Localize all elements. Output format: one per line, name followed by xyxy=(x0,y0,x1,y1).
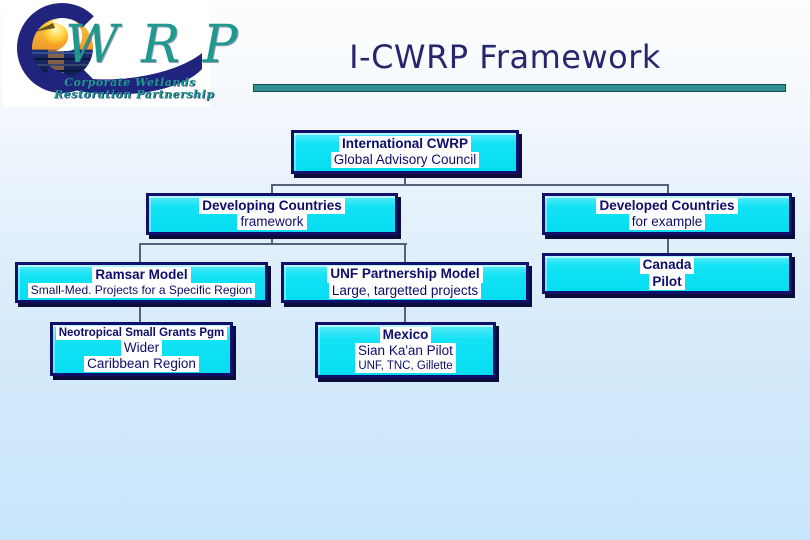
node-title-line: International CWRP xyxy=(338,135,471,152)
node-sub-line: for example xyxy=(628,214,706,231)
sunset-scene xyxy=(31,17,93,79)
cwrp-logo: W R P Corporate Wetlands Restoration Par… xyxy=(2,0,238,107)
logo-tagline-line2: Restoration Partnership xyxy=(54,88,215,101)
connector-line xyxy=(139,303,141,322)
node-sub-line: Large, targetted projects xyxy=(328,282,482,299)
node-sub-line: Sian Ka'an Pilot xyxy=(355,342,456,360)
page-title: I-CWRP Framework xyxy=(349,38,661,76)
node-international-cwrp: International CWRP Global Advisory Counc… xyxy=(291,130,519,174)
bird-icon xyxy=(51,17,83,52)
connector-line xyxy=(667,185,669,194)
connector-line xyxy=(139,243,407,245)
node-sub-line: Caribbean Region xyxy=(84,356,199,373)
connector-line xyxy=(404,174,406,185)
connector-line xyxy=(139,244,141,262)
node-mexico-sian-kaan-pilot: Mexico Sian Ka'an Pilot UNF, TNC, Gillet… xyxy=(315,322,496,378)
node-sub-line: Small-Med. Projects for a Specific Regio… xyxy=(27,283,256,299)
node-sub-line: Global Advisory Council xyxy=(330,152,480,169)
connector-line xyxy=(404,244,406,262)
node-unf-partnership-model: UNF Partnership Model Large, targetted p… xyxy=(281,262,529,303)
node-ramsar-model: Ramsar Model Small-Med. Projects for a S… xyxy=(15,262,268,303)
node-neotropical-small-grants: Neotropical Small Grants Pgm Wider Carib… xyxy=(50,322,233,376)
connector-line xyxy=(404,303,406,322)
node-title-line: Ramsar Model xyxy=(92,266,191,284)
node-canada-pilot: Canada Pilot xyxy=(542,253,792,294)
node-title-line: UNF Partnership Model xyxy=(327,266,483,283)
node-title-line: Developed Countries xyxy=(596,197,738,214)
node-title-line: Neotropical Small Grants Pgm xyxy=(55,325,228,340)
logo-letters: W R P xyxy=(65,15,241,75)
node-title-line: Mexico xyxy=(379,326,432,343)
connector-line xyxy=(271,235,273,244)
connector-line xyxy=(271,184,669,186)
node-sub-line: framework xyxy=(237,214,307,231)
node-title-line: Developing Countries xyxy=(199,197,345,214)
connector-line xyxy=(667,235,669,253)
node-sub-line: Pilot xyxy=(649,273,685,290)
logo-c-sunset-bird-icon xyxy=(16,3,202,95)
node-title-line: Canada xyxy=(639,257,695,274)
node-developing-countries: Developing Countries framework xyxy=(146,193,398,235)
node-sub-line: Wider xyxy=(120,339,163,356)
title-underline-bar xyxy=(253,84,786,92)
logo-tagline-line1: Corporate Wetlands xyxy=(64,76,196,89)
node-developed-countries: Developed Countries for example xyxy=(542,193,792,235)
connector-line xyxy=(271,185,273,194)
node-sub-line: UNF, TNC, Gillette xyxy=(355,359,456,374)
